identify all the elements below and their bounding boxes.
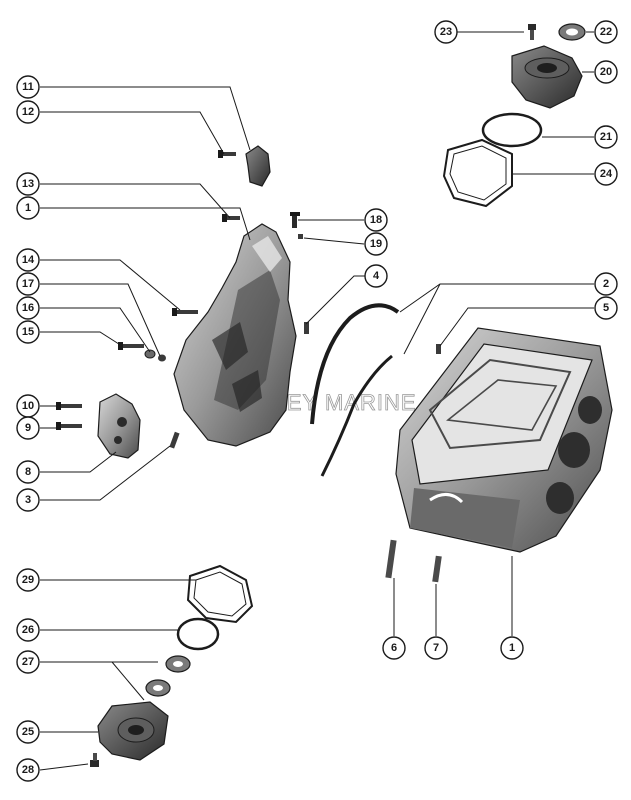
gasket-top — [442, 138, 513, 208]
svg-text:1: 1 — [509, 642, 515, 654]
svg-text:12: 12 — [22, 106, 34, 118]
callout-11: 11 — [16, 75, 40, 99]
o-ring-bottom — [176, 617, 220, 651]
callout-18: 18 — [364, 208, 388, 232]
svg-text:15: 15 — [22, 326, 34, 338]
screw-12 — [218, 150, 236, 158]
crankcase-left-half — [173, 223, 297, 447]
callout-24: 24 — [594, 162, 618, 186]
stud-7 — [432, 555, 442, 583]
callout-4: 4 — [364, 264, 388, 288]
bracket — [97, 393, 141, 459]
bearing-housing-bottom — [97, 701, 169, 761]
clamp-bracket — [245, 145, 271, 187]
callout-20: 20 — [594, 60, 618, 84]
bolt-9 — [56, 422, 82, 430]
svg-text:2: 2 — [603, 278, 609, 290]
callout-8: 8 — [16, 460, 40, 484]
stud-6 — [385, 539, 397, 579]
callout-28: 28 — [16, 758, 40, 782]
svg-text:19: 19 — [370, 238, 382, 250]
callout-7: 7 — [424, 636, 448, 660]
callout-9: 9 — [16, 416, 40, 440]
oil-seals-bottom — [145, 655, 191, 697]
bolt-15 — [118, 342, 144, 350]
svg-text:18: 18 — [370, 214, 382, 226]
svg-text:5: 5 — [603, 302, 609, 314]
callout-3: 3 — [16, 488, 40, 512]
svg-text:6: 6 — [391, 642, 397, 654]
gasket-bottom — [186, 564, 254, 624]
callout-19: 19 — [364, 232, 388, 256]
svg-text:3: 3 — [25, 494, 31, 506]
svg-text:4: 4 — [373, 270, 380, 282]
svg-text:11: 11 — [22, 81, 34, 93]
svg-text:20: 20 — [600, 66, 612, 78]
svg-text:27: 27 — [22, 656, 34, 668]
callout-29: 29 — [16, 568, 40, 592]
leader-lines — [39, 31, 594, 771]
o-ring-top — [481, 112, 543, 148]
screw-bottom — [90, 753, 99, 767]
svg-text:14: 14 — [22, 254, 35, 266]
svg-text:29: 29 — [22, 574, 34, 586]
nut-17 — [158, 354, 166, 362]
washer-16 — [144, 349, 156, 359]
callout-1-block: 1 — [500, 636, 524, 660]
bolt-10 — [56, 402, 82, 410]
callout-26: 26 — [16, 618, 40, 642]
callout-1-crankcase: 1 — [16, 196, 40, 220]
callout-14: 14 — [16, 248, 40, 272]
callout-21: 21 — [594, 125, 618, 149]
callout-5: 5 — [594, 296, 618, 320]
sealing-strips — [310, 303, 400, 477]
bolt-14 — [172, 308, 198, 316]
svg-text:22: 22 — [600, 26, 612, 38]
callout-17: 17 — [16, 272, 40, 296]
svg-text:24: 24 — [600, 168, 613, 180]
svg-text:9: 9 — [25, 422, 31, 434]
svg-text:28: 28 — [22, 764, 34, 776]
svg-text:21: 21 — [600, 131, 612, 143]
callout-27: 27 — [16, 650, 40, 674]
svg-text:25: 25 — [22, 726, 34, 738]
oil-seal-top — [558, 23, 586, 41]
callout-13: 13 — [16, 172, 40, 196]
callout-10: 10 — [16, 394, 40, 418]
dowel-pin-3 — [169, 431, 180, 449]
callout-2: 2 — [594, 272, 618, 296]
svg-text:8: 8 — [25, 466, 31, 478]
dowel-pin-4 — [304, 322, 309, 334]
cylinder-block — [395, 327, 613, 553]
callout-15: 15 — [16, 320, 40, 344]
callout-25: 25 — [16, 720, 40, 744]
svg-text:7: 7 — [433, 642, 439, 654]
svg-text:23: 23 — [440, 26, 452, 38]
ball-19 — [298, 234, 303, 239]
callout-12: 12 — [16, 100, 40, 124]
svg-text:1: 1 — [25, 202, 31, 214]
screw-13 — [222, 214, 240, 222]
bearing-housing-top — [511, 45, 583, 109]
callout-6: 6 — [382, 636, 406, 660]
svg-text:26: 26 — [22, 624, 34, 636]
callout-16: 16 — [16, 296, 40, 320]
callout-23: 23 — [434, 20, 458, 44]
svg-text:17: 17 — [22, 278, 34, 290]
pin-18 — [290, 212, 300, 228]
svg-text:10: 10 — [22, 400, 34, 412]
svg-text:16: 16 — [22, 302, 34, 314]
callout-22: 22 — [594, 20, 618, 44]
svg-text:13: 13 — [22, 178, 34, 190]
dowel-pin-5 — [436, 344, 441, 354]
screw-top — [528, 24, 536, 40]
